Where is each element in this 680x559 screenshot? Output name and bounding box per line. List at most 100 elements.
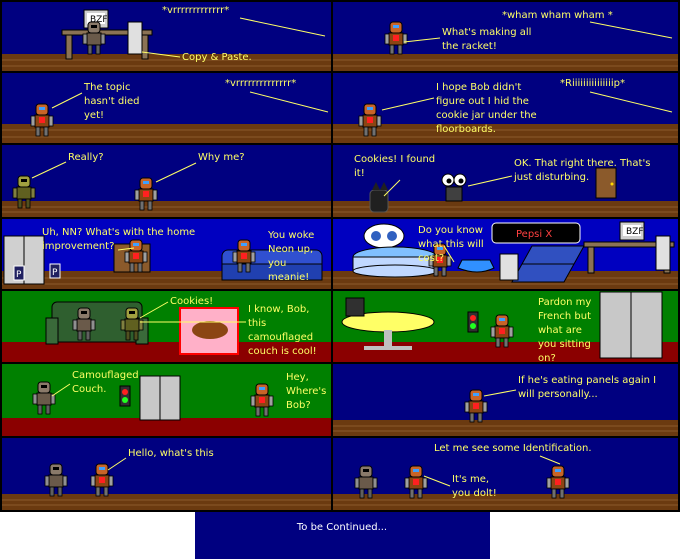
speech-text: you — [268, 258, 286, 269]
wood-floor — [2, 124, 331, 143]
speech-text: just disturbing. — [513, 172, 589, 183]
thought-bubble — [363, 223, 405, 249]
speech-text: If he's eating panels again I — [518, 375, 656, 386]
speech-text: the racket! — [442, 41, 497, 52]
computer-desk: BZF — [61, 9, 153, 60]
speech-text: Bob? — [286, 400, 311, 411]
coffee-maker — [345, 297, 365, 317]
to-be-continued-text: To be Continued... — [296, 522, 387, 533]
speech-text: improvement? — [42, 241, 114, 252]
panel-10: Pardon my French but what are you sittin… — [333, 291, 678, 364]
wood-floor — [333, 494, 678, 510]
panel-12: If he's eating panels again I will perso… — [333, 364, 678, 436]
speech-text: hasn't died — [84, 96, 140, 107]
panel-2: *wham wham wham * What's making all the … — [333, 2, 678, 71]
red-floor — [2, 342, 331, 362]
speech-text: Do you know — [418, 225, 483, 236]
round-table — [341, 311, 435, 350]
speech-text: Cookies! I found — [354, 154, 435, 165]
refrigerator — [139, 375, 181, 421]
speech-text: You woke — [267, 230, 314, 241]
speech-text: Where's — [286, 386, 326, 397]
speech-text: couch is cool! — [248, 346, 317, 357]
panel-4: I hope Bob didn't figure out I hid the c… — [333, 73, 678, 143]
camouflaged-couch — [45, 301, 149, 345]
footer-background — [195, 512, 490, 559]
wood-floor — [2, 201, 331, 217]
speech-text: What's making all — [442, 27, 531, 38]
speech-text: French but — [538, 311, 591, 322]
speech-pointer — [239, 17, 326, 37]
panel-14: Let me see some Identification. It's me,… — [333, 438, 678, 510]
speech-text: Let me see some Identification. — [434, 443, 592, 454]
bzf-label: BZF — [90, 15, 108, 25]
door — [595, 167, 617, 199]
speech-text: you dolt! — [452, 488, 497, 499]
speech-text: you sitting — [538, 339, 591, 350]
refrigerator — [599, 291, 663, 359]
sound-effect: *vrrrrrrrrrrrrr* — [162, 5, 229, 16]
computer-desk: BZF — [583, 221, 675, 274]
speech-text: I hope Bob didn't — [436, 82, 521, 93]
svg-text:P: P — [52, 268, 58, 278]
speech-text: Why me? — [198, 152, 245, 163]
sound-effect: *vrrrrrrrrrrrrrr* — [225, 78, 296, 89]
appliance — [499, 253, 519, 281]
cookie-blanket — [179, 307, 239, 355]
googly-eyed-creature — [441, 173, 467, 202]
traffic-light — [119, 385, 131, 407]
speech-text: Uh, NN? What's with the home — [42, 227, 195, 238]
panel-6: Cookies! I found it! OK. That right ther… — [333, 145, 678, 217]
speech-text: what are — [538, 325, 582, 336]
panel-7: P P Uh, NN? What's with the home improve… — [2, 219, 331, 289]
wood-floor — [333, 54, 678, 71]
speech-text: Copy & Paste. — [182, 52, 252, 63]
speech-text: Pardon my — [538, 297, 591, 308]
speech-text: figure out I hid the — [436, 96, 529, 107]
speech-text: Camouflaged — [72, 370, 139, 381]
speech-text: meanie! — [268, 272, 309, 283]
speech-text: OK. That right there. That's — [514, 158, 650, 169]
speech-text: Really? — [68, 152, 104, 163]
speech-text: The topic — [83, 82, 130, 93]
speech-text: yet! — [84, 110, 104, 121]
speech-text: floorboards. — [436, 124, 496, 135]
to-be-continued-panel: To be Continued... — [195, 512, 490, 559]
wood-floor — [2, 494, 331, 510]
blue-bowl — [457, 259, 495, 273]
panel-8: Pepsi X BZF Do you know what this will c… — [333, 219, 678, 289]
panel-13: Hello, what's this — [2, 438, 331, 510]
speech-text: camouflaged — [248, 332, 313, 343]
panel-3: The topic hasn't died yet! *vrrrrrrrrrrr… — [2, 73, 331, 143]
speech-text: It's me, — [452, 474, 489, 485]
speech-text: will personally... — [518, 389, 598, 400]
speech-pointer — [141, 51, 181, 58]
traffic-light — [467, 311, 479, 333]
speech-text: Hey, — [286, 372, 309, 383]
wood-floor — [2, 54, 331, 71]
cat-creature — [369, 182, 389, 213]
panel-1: BZF *vrrrrrrrrrrrrr* Copy & Paste. — [2, 2, 331, 71]
speech-text: this — [248, 318, 266, 329]
speech-text: I know, Bob, — [248, 304, 309, 315]
panel-11: Camouflaged Couch. Hey, Where's Bob? — [2, 364, 331, 436]
svg-text:P: P — [16, 270, 22, 280]
wood-floor — [333, 201, 678, 217]
sound-effect: *Riiiiiiiiiiiiiiip* — [560, 78, 625, 89]
wood-floor — [333, 124, 678, 143]
speech-text: Couch. — [72, 384, 106, 395]
speech-text: cookie jar under the — [436, 110, 537, 121]
red-floor — [333, 342, 678, 362]
speech-text: Cookies! — [170, 296, 213, 307]
speech-text: cost? — [418, 253, 444, 264]
sound-effect: *wham wham wham * — [502, 10, 613, 21]
p-sign: P P — [13, 263, 61, 281]
panel-9: Cookies! I know, Bob, this camouflaged c… — [2, 291, 331, 362]
speech-text: on? — [538, 353, 556, 364]
speech-text: Hello, what's this — [128, 448, 214, 459]
red-floor — [2, 418, 331, 436]
svg-text:Pepsi X: Pepsi X — [516, 229, 552, 240]
speech-text: Neon up, — [268, 244, 313, 255]
wood-floor — [333, 420, 678, 436]
